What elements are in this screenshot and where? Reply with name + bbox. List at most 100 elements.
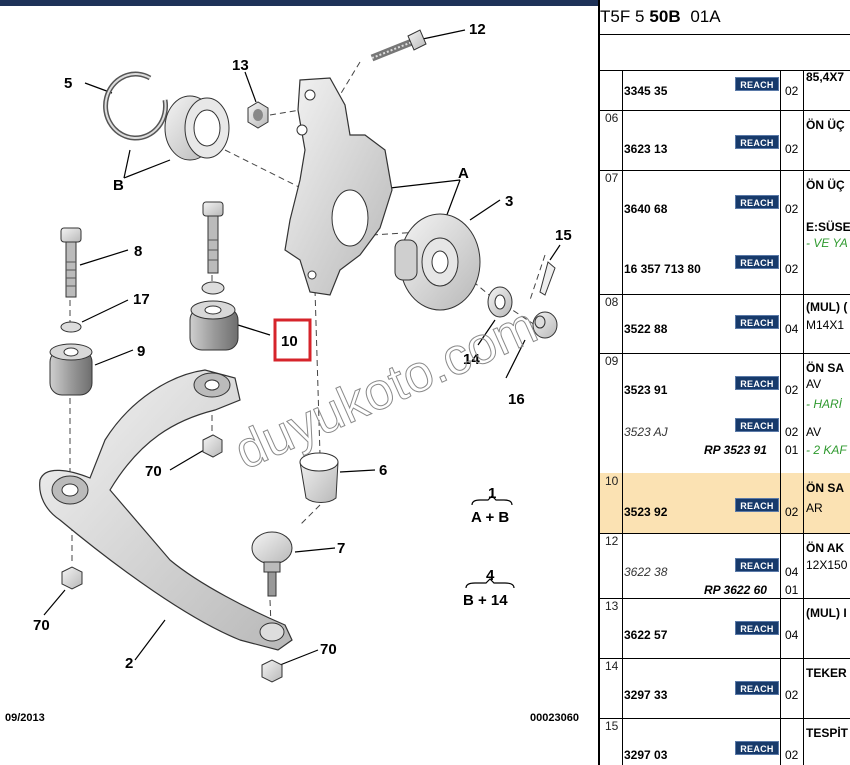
row-position: 10 bbox=[605, 474, 619, 488]
column-rule bbox=[803, 718, 804, 765]
column-rule bbox=[780, 598, 781, 658]
description-line-2: AV bbox=[806, 377, 822, 391]
quantity: 04 bbox=[785, 322, 799, 336]
part-reference: 3523 92 bbox=[624, 505, 668, 519]
description-line-2: M14X1 bbox=[806, 318, 845, 332]
column-rule bbox=[803, 353, 804, 473]
quantity: 02 bbox=[785, 748, 799, 762]
clamp-part-6 bbox=[299, 452, 339, 503]
leader-lines bbox=[43, 29, 561, 666]
description-line-2: 12X150 bbox=[806, 558, 848, 572]
reach-badge: REACH bbox=[735, 558, 779, 572]
reach-badge: REACH bbox=[735, 681, 779, 695]
column-rule bbox=[780, 473, 781, 533]
column-rule bbox=[803, 70, 804, 110]
wheel-bearing-part bbox=[164, 95, 230, 161]
panel-divider bbox=[598, 0, 600, 765]
column-rule bbox=[622, 473, 623, 533]
circlip-part-5 bbox=[103, 71, 169, 141]
wishbone-arm-part-2 bbox=[39, 369, 293, 651]
part-reference: 3640 68 bbox=[624, 202, 668, 216]
column-rule bbox=[622, 294, 623, 353]
row-position: 08 bbox=[605, 295, 619, 309]
callout-A: A bbox=[458, 165, 469, 182]
nut-cap-part-16 bbox=[532, 311, 558, 339]
column-rule bbox=[780, 533, 781, 598]
description: E:SÜSE bbox=[806, 220, 850, 234]
row-position: 12 bbox=[605, 534, 619, 548]
wheel-hub-part-3 bbox=[394, 213, 481, 311]
column-rule bbox=[622, 718, 623, 765]
callout-70-a: 70 bbox=[145, 463, 162, 480]
callout-8: 8 bbox=[134, 243, 142, 260]
header-row bbox=[600, 35, 850, 71]
bolt-part-8 bbox=[60, 201, 224, 298]
part-reference: 3297 33 bbox=[624, 688, 668, 702]
part-reference: 16 357 713 80 bbox=[624, 262, 701, 276]
callout-7: 7 bbox=[337, 540, 345, 557]
column-rule bbox=[780, 658, 781, 718]
reach-badge: REACH bbox=[735, 255, 779, 269]
column-rule bbox=[780, 353, 781, 473]
top-strip bbox=[0, 0, 598, 6]
description-line-2: - VE YA bbox=[806, 236, 848, 250]
replacement-description: - 2 KAF bbox=[806, 443, 847, 457]
legend-1-parts: A + B bbox=[471, 509, 509, 526]
callout-17: 17 bbox=[133, 291, 150, 308]
column-rule bbox=[622, 353, 623, 473]
quantity: 02 bbox=[785, 688, 799, 702]
reach-badge: REACH bbox=[735, 195, 779, 209]
callout-6: 6 bbox=[379, 462, 387, 479]
callout-9: 9 bbox=[137, 343, 145, 360]
description: (MUL) I bbox=[806, 606, 847, 620]
description: ÖN AK bbox=[806, 541, 845, 555]
reach-badge: REACH bbox=[735, 621, 779, 635]
column-rule bbox=[803, 473, 804, 533]
title-code: 50B bbox=[649, 7, 681, 26]
nut-part-70 bbox=[61, 434, 283, 683]
quantity: 02 bbox=[785, 383, 799, 397]
diagram-code: 00023060 bbox=[530, 712, 579, 724]
callout-B: B bbox=[113, 177, 124, 194]
washer-part-17 bbox=[60, 281, 225, 333]
title-suffix: 01A bbox=[690, 7, 721, 26]
column-rule bbox=[803, 598, 804, 658]
description: TESPİT bbox=[806, 726, 849, 740]
bolt-part-12 bbox=[370, 29, 427, 62]
part-reference: 3623 13 bbox=[624, 142, 668, 156]
description-line-3: - HARİ bbox=[806, 397, 842, 411]
description: (MUL) ( bbox=[806, 300, 848, 314]
column-rule bbox=[803, 658, 804, 718]
column-rule bbox=[803, 294, 804, 353]
ball-joint-part-7 bbox=[251, 531, 293, 597]
callout-3: 3 bbox=[505, 193, 513, 210]
quantity: 02 bbox=[785, 202, 799, 216]
row-position: 13 bbox=[605, 599, 619, 613]
quantity: 02 bbox=[785, 262, 799, 276]
callout-12: 12 bbox=[469, 21, 486, 38]
callout-15: 15 bbox=[555, 227, 572, 244]
column-rule bbox=[803, 110, 804, 170]
hub-nut-part-14 bbox=[487, 286, 513, 318]
header-rule bbox=[600, 34, 850, 35]
quantity: 04 bbox=[785, 628, 799, 642]
part-reference: 3523 AJ bbox=[624, 425, 668, 439]
steering-knuckle-part bbox=[284, 77, 393, 296]
description: 85,4X7 bbox=[806, 70, 845, 84]
column-rule bbox=[622, 533, 623, 598]
description: ÖN ÜÇ bbox=[806, 118, 845, 132]
legend-4-parts: B + 14 bbox=[463, 592, 508, 609]
reach-badge: REACH bbox=[735, 315, 779, 329]
description: TEKER bbox=[806, 666, 847, 680]
